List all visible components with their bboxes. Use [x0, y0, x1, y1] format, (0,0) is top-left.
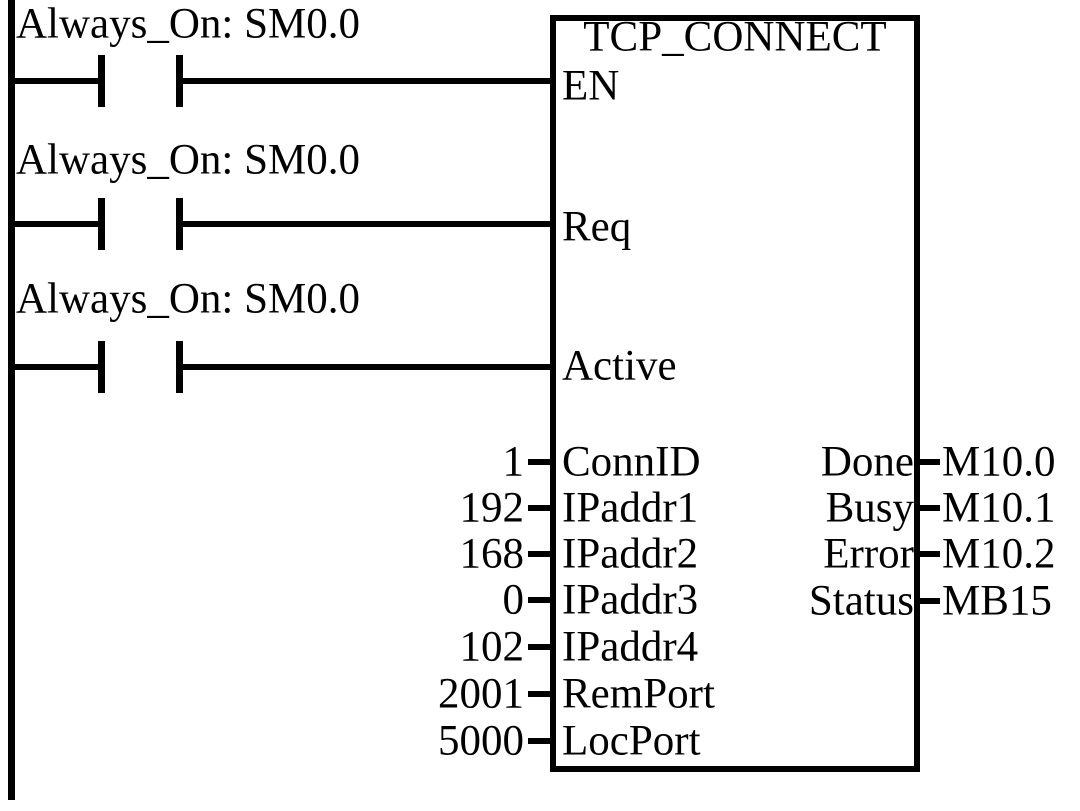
output-stub-done — [916, 459, 940, 465]
value-locport[interactable]: 5000 — [438, 717, 524, 765]
pin-done: Done — [820, 438, 914, 486]
rung-2-wire-left — [8, 221, 98, 227]
value-done-operand[interactable]: M10.0 — [942, 438, 1056, 486]
input-stub-ipaddr4 — [528, 644, 554, 650]
pin-busy: Busy — [825, 484, 914, 532]
rung-1-operand-label[interactable]: Always_On: SM0.0 — [16, 0, 361, 48]
input-stub-locport — [528, 738, 554, 744]
rung-3-operand-label[interactable]: Always_On: SM0.0 — [16, 275, 361, 323]
rung-3-wire-left — [8, 364, 98, 370]
rung-2-normally-open-contact[interactable] — [98, 198, 183, 250]
rung-1-wire-right — [183, 78, 556, 84]
pin-remport: RemPort — [562, 670, 715, 718]
rung-1-normally-open-contact[interactable] — [98, 55, 183, 107]
value-connid[interactable]: 1 — [502, 438, 525, 486]
input-stub-remport — [528, 691, 554, 697]
output-stub-status — [916, 598, 940, 604]
pin-ipaddr4: IPaddr4 — [562, 623, 699, 671]
pin-ipaddr2: IPaddr2 — [562, 530, 699, 578]
pin-connid: ConnID — [562, 438, 701, 486]
value-ipaddr3[interactable]: 0 — [502, 576, 525, 624]
rung-3-wire-right — [183, 364, 556, 370]
rung-1-wire-left — [8, 78, 98, 84]
rung-2-wire-right — [183, 221, 556, 227]
pin-req: Req — [562, 203, 632, 251]
value-busy-operand[interactable]: M10.1 — [942, 484, 1056, 532]
tcp-connect-function-block[interactable] — [550, 15, 920, 772]
block-title: TCP_CONNECT — [583, 13, 887, 61]
pin-active: Active — [562, 342, 677, 390]
input-stub-connid — [528, 459, 554, 465]
output-stub-busy — [916, 505, 940, 511]
value-remport[interactable]: 2001 — [438, 670, 524, 718]
pin-error: Error — [823, 530, 914, 578]
value-ipaddr1[interactable]: 192 — [459, 484, 525, 532]
input-stub-ipaddr3 — [528, 597, 554, 603]
rung-3-normally-open-contact[interactable] — [98, 341, 183, 393]
output-stub-error — [916, 551, 940, 557]
pin-locport: LocPort — [562, 717, 701, 765]
left-power-rail — [8, 0, 15, 800]
rung-2-operand-label[interactable]: Always_On: SM0.0 — [16, 136, 361, 184]
value-error-operand[interactable]: M10.2 — [942, 530, 1056, 578]
input-stub-ipaddr2 — [528, 551, 554, 557]
pin-status: Status — [808, 577, 914, 625]
value-ipaddr2[interactable]: 168 — [459, 530, 525, 578]
pin-ipaddr3: IPaddr3 — [562, 576, 699, 624]
pin-ipaddr1: IPaddr1 — [562, 484, 699, 532]
value-ipaddr4[interactable]: 102 — [459, 623, 525, 671]
value-status-operand[interactable]: MB15 — [942, 577, 1052, 625]
input-stub-ipaddr1 — [528, 505, 554, 511]
pin-en: EN — [562, 62, 620, 110]
